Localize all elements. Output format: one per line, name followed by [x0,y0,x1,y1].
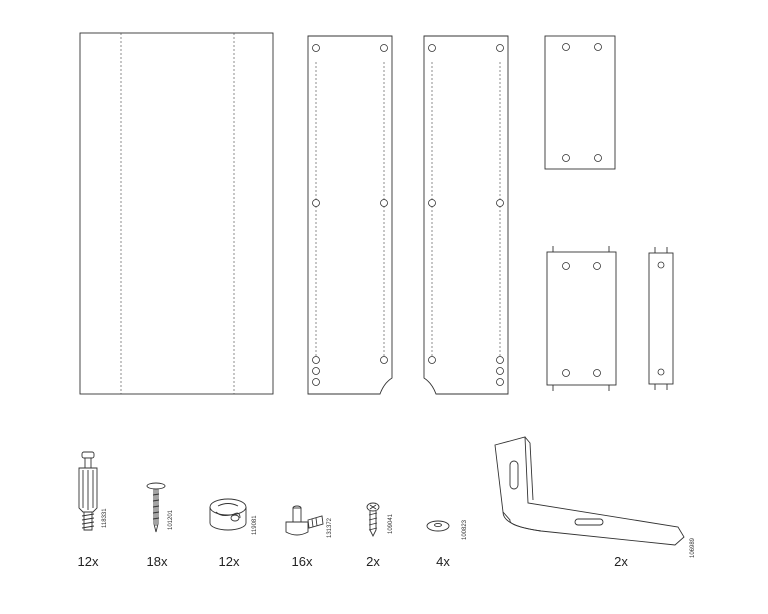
washer-icon [426,520,450,532]
shelf-board [544,35,616,170]
back-panel [79,32,274,395]
cam-lock-icon [209,498,247,531]
cam-dowel-code: 118331 [102,508,108,528]
rail-board [546,246,617,391]
cam-lock-code: 119081 [252,515,258,535]
wall-bracket-quantity: 2x [614,554,628,569]
side-panel-right [423,35,509,395]
cam-lock-quantity: 12x [219,554,240,569]
nail-quantity: 18x [147,554,168,569]
shelf-support-icon [285,505,324,536]
shelf-support-code: 131372 [327,517,333,538]
screw-quantity: 2x [366,554,380,569]
washer-quantity: 4x [436,554,450,569]
screw-icon [366,502,380,538]
screw-code: 109041 [388,513,394,534]
narrow-rail [648,247,674,390]
side-panel-left [307,35,393,395]
nail-code: 101201 [168,509,174,530]
nail-icon [146,482,166,533]
wall-bracket-code: 106989 [690,537,696,558]
wall-bracket-icon [494,436,685,546]
washer-code: 100823 [462,519,468,540]
shelf-support-quantity: 16x [292,554,313,569]
cam-dowel-quantity: 12x [78,554,99,569]
cam-dowel-icon [78,451,98,531]
